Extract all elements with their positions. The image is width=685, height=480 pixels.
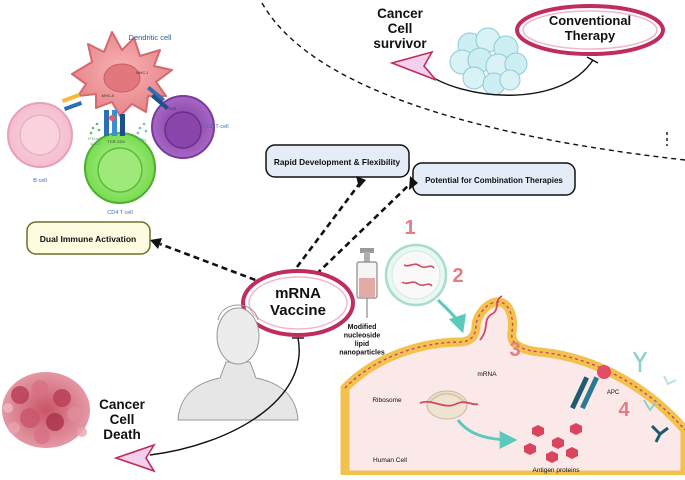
apc-receptor: APC — [570, 365, 620, 410]
ribosome-label: Ribosome — [372, 397, 402, 404]
tcr-cd4-label: TCR CD4 — [107, 139, 125, 144]
step-4-number: 4 — [618, 399, 630, 421]
mrna-label: mRNA — [477, 371, 497, 378]
nanoparticle-to-cell-arrow — [436, 298, 466, 334]
step-1-number: 1 — [404, 217, 415, 239]
ribosome — [419, 390, 479, 420]
syringe — [356, 248, 378, 318]
cancer-cell-mass — [2, 372, 90, 448]
ifny-label: IFNγ — [138, 137, 146, 142]
lipid-nanoparticle — [384, 243, 448, 307]
dual-immune-activation-box: Dual Immune Activation — [26, 221, 151, 255]
top-dashed-divider — [261, 2, 685, 161]
mhc-ii-label: MHC-II — [102, 93, 115, 98]
receptor-complexes — [61, 86, 169, 136]
death-arrowhead — [113, 443, 156, 473]
combination-therapies-box: Potential for Combination Therapies — [412, 162, 576, 196]
therapy-to-survivor-curve — [424, 59, 594, 96]
dendritic-cell-label: Dendritic cell — [129, 33, 172, 42]
mhc-i-label: MHC-I — [136, 70, 148, 75]
tcr-label: TCR — [168, 106, 176, 111]
antigen-proteins — [524, 423, 582, 463]
cd4-t-cell-label: CD4 T cell — [107, 210, 132, 216]
antibodies — [632, 351, 677, 443]
step-2-number: 2 — [452, 265, 463, 287]
combination-therapies-label: Potential for Combination Therapies — [425, 176, 563, 185]
antigen-proteins-label: Antigen proteins — [533, 467, 581, 474]
rapid-development-label: Rapid Development & Flexibility — [274, 157, 401, 167]
vaccine-to-death-curve — [149, 337, 300, 456]
ribosome-to-antigen-arrow — [456, 419, 518, 449]
survivor-arrowhead — [389, 50, 437, 81]
b-cell-label: B cell — [33, 178, 46, 184]
human-cell — [340, 297, 685, 480]
apc-label: APC — [607, 390, 620, 396]
dashed-connectors — [150, 176, 418, 289]
cytokine-dots — [89, 122, 148, 135]
b-cell: B cell — [7, 102, 73, 184]
cancer-cell-cluster — [449, 27, 528, 96]
dendritic-cell: Dendritic cell — [71, 31, 173, 117]
mrna-strand — [479, 295, 503, 341]
dual-immune-activation-label: Dual Immune Activation — [40, 234, 137, 244]
human-cell-label: Human Cell — [373, 457, 408, 464]
patient-figure — [177, 304, 299, 421]
rapid-development-box: Rapid Development & Flexibility — [265, 144, 410, 178]
cd4-t-cell: CD4 T cell — [84, 132, 156, 216]
cd8-t-cell-label: CD8 T-cell — [203, 124, 229, 130]
cd8-t-cell: CD8 T-cell — [151, 95, 229, 159]
step-3-number: 3 — [509, 339, 520, 361]
